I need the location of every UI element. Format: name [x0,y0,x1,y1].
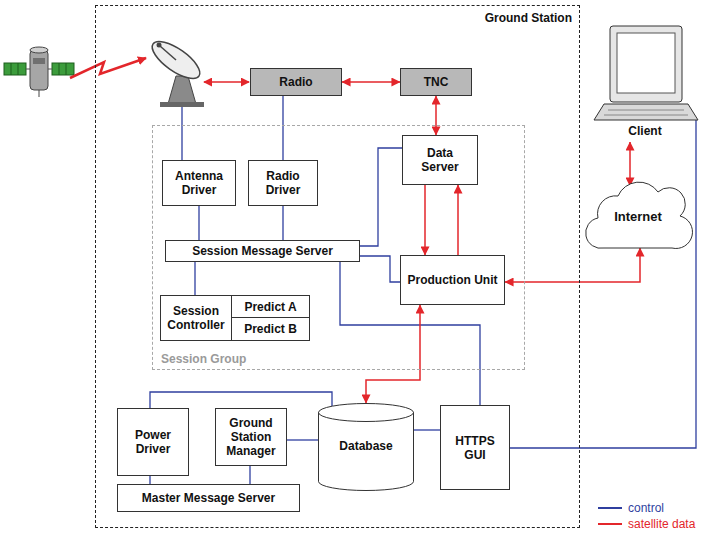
node-label: Production Unit [406,273,499,287]
data-flow-arrow [629,142,631,186]
control-line [249,466,250,484]
node-label: Power Driver [123,428,183,456]
server-box: Data Server [402,135,478,185]
legend-row: satellite data [598,516,695,531]
data-flow-arrow [342,81,400,83]
node-label: Session Message Server [171,244,354,258]
legend-swatch [598,523,622,525]
label-group: Database [318,439,414,453]
manager-box: Ground Station Manager [215,408,287,466]
label-group: HTTPS GUI [446,434,504,462]
label-group: Session Message Server [171,244,354,258]
label-group: TNC [406,75,466,89]
driver-box: Antenna Driver [162,160,236,206]
legend-row: control [598,500,695,515]
gui-box: HTTPS GUI [440,405,510,490]
label-group: Internet [588,210,688,224]
node-label: Radio [256,75,336,89]
label-group: Ground Station Manager [221,416,281,458]
legend-text: satellite data [628,517,695,531]
node-label: Radio Driver [254,169,312,197]
group-label: Ground Station [485,11,572,25]
label-group: Master Message Server [123,491,294,505]
production-box: Production Unit [400,255,505,305]
node-label: Antenna Driver [168,169,230,197]
predict-box: Predict A [231,295,310,318]
ground-station-boundary: Ground StationRadio TNC Session Group Anten… [95,5,580,528]
data-flow-arrow [457,185,459,255]
node-label: Master Message Server [123,491,294,505]
control-line [360,148,402,246]
node-label: Database [318,439,414,453]
label-group: Radio [256,75,336,89]
label-group: Antenna Driver [168,169,230,197]
label-group: Radio Driver [254,169,312,197]
label-group: Session Controller [166,304,226,332]
satellite-icon [4,47,74,97]
control-line [150,392,332,408]
database-cylinder: Database [318,403,414,491]
group-label: Session Group [161,352,246,366]
legend: control satellite data [598,500,695,532]
data-flow-arrow [435,96,437,135]
node-label: Client [590,124,700,138]
node-label: Predict B [237,322,304,336]
control-line [194,262,195,295]
control-line [149,476,150,484]
label-group: Predict B [237,322,304,336]
message-server-box: Session Message Server [165,240,360,262]
predict-box: Predict B [231,317,310,341]
control-line [510,120,696,448]
session-group-boundary: Session Group Antenna Driver Radio Driver D… [152,125,525,370]
radio-box: Radio [250,68,342,96]
laptop-icon [590,22,700,122]
control-line [282,96,283,160]
driver-box: Radio Driver [248,160,318,206]
legend-text: control [628,501,664,515]
node-label: HTTPS GUI [446,434,504,462]
data-flow-arrow [366,305,420,403]
data-flow-arrow [505,248,640,282]
label-group: Production Unit [406,273,499,287]
node-label: TNC [406,75,466,89]
control-line [198,206,199,240]
controller-box: Session Controller [160,295,232,341]
label-group: Ground Station [485,11,572,25]
label-group: Power Driver [123,428,183,456]
node-label: Data Server [408,146,472,174]
node-label: Internet [588,210,688,224]
node-label: Ground Station Manager [221,416,281,458]
node-label: Predict A [237,300,304,314]
control-line [282,206,283,240]
dish-radio-link [204,81,249,83]
label-group: Client [590,124,700,138]
label-group: Predict A [237,300,304,314]
legend-swatch [598,507,622,509]
control-line [414,429,440,430]
label-group: Data Server [408,146,472,174]
dish-antenna [147,35,205,107]
dish-control-line [181,107,182,160]
internet-cloud: Internet [588,180,688,250]
client-laptop: Client [590,22,700,142]
radio-link [70,58,146,78]
control-line [287,439,318,440]
driver-box: Power Driver [117,408,189,476]
message-server-box: Master Message Server [117,484,300,512]
node-label: Session Controller [166,304,226,332]
label-group: Session Group [161,352,246,366]
tnc-box: TNC [400,68,472,96]
data-flow-arrow [424,185,426,255]
control-line [360,256,400,282]
